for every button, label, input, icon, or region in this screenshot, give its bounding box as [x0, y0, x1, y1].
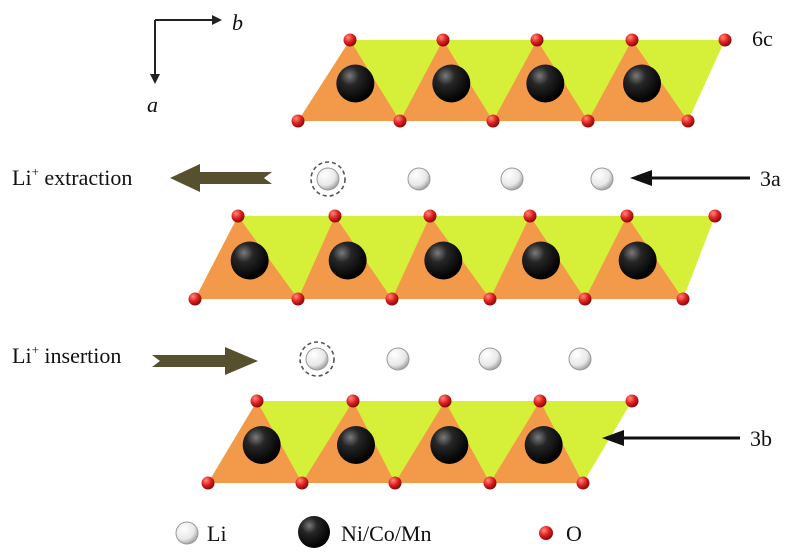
li-atom: [386, 347, 410, 371]
oxygen-atom: [328, 209, 342, 223]
legend-transition-metal-icon: [298, 516, 330, 548]
transition-metal-atom: [526, 64, 565, 103]
oxygen-atom: [423, 209, 437, 223]
li-row-extraction: [310, 161, 614, 197]
oxygen-atom: [483, 292, 497, 306]
site-label-3a: 3a: [760, 166, 781, 191]
layer-3b: [201, 394, 639, 490]
li-atom: [568, 347, 592, 371]
li-insertion-arrow: [152, 347, 258, 375]
oxygen-atom: [620, 209, 634, 223]
li-insertion-label: Li+ insertion: [12, 342, 121, 368]
transition-metal-atom: [623, 64, 661, 103]
b-axis-arrowhead: [212, 15, 222, 25]
axis-label-a: a: [147, 92, 158, 117]
oxygen-atom: [676, 292, 690, 306]
site-3b-arrowhead: [602, 430, 624, 446]
oxygen-atom: [295, 476, 309, 490]
site-label-3b: 3b: [750, 426, 772, 451]
li-vacancy-ring: [299, 341, 335, 377]
transition-metal-atom: [522, 241, 560, 280]
crystal-axes: b a: [147, 10, 243, 117]
li-atom: [305, 347, 329, 371]
transition-metal-atom: [618, 241, 657, 280]
li-atom: [478, 347, 502, 371]
legend-li-icon: [175, 521, 199, 545]
transition-metal-atom: [328, 241, 367, 280]
oxygen-atom: [231, 209, 245, 223]
oxygen-atom: [436, 33, 450, 47]
li-extraction-label: Li+ extraction: [12, 164, 132, 190]
oxygen-atom: [578, 292, 592, 306]
legend-transition-metal-label: Ni/Co/Mn: [341, 521, 431, 546]
legend-oxygen-icon: [539, 526, 553, 540]
extraction-arrow-shape: [170, 164, 272, 192]
li-atom: [500, 167, 524, 191]
oxygen-atom: [681, 114, 695, 128]
oxygen-atom: [385, 292, 399, 306]
transition-metal-atom: [432, 64, 471, 103]
li-row-insertion: [299, 341, 592, 377]
li-atom: [407, 167, 431, 191]
oxygen-atom: [576, 476, 590, 490]
oxygen-atom: [581, 114, 595, 128]
oxygen-atom: [291, 292, 305, 306]
transition-metal-atom: [337, 426, 375, 464]
oxygen-atom: [523, 209, 537, 223]
legend-li-label: Li: [207, 521, 227, 546]
oxygen-atom: [533, 394, 547, 408]
insertion-arrow-shape: [152, 347, 258, 375]
site-3a-pointer: [630, 170, 750, 186]
oxygen-atom: [291, 114, 305, 128]
li-atom: [590, 167, 614, 191]
oxygen-atom: [388, 476, 402, 490]
oxygen-atom: [250, 394, 264, 408]
legend: Li Ni/Co/Mn O: [175, 516, 582, 548]
site-3b-pointer: [602, 430, 740, 446]
a-axis-arrowhead: [150, 74, 160, 84]
li-vacancy-ring: [310, 161, 346, 197]
transition-metal-layers: [188, 33, 732, 490]
oxygen-atom: [188, 292, 202, 306]
transition-metal-atom: [336, 64, 375, 103]
layer-6c: [291, 33, 732, 128]
oxygen-atom: [393, 114, 407, 128]
transition-metal-atom: [230, 241, 269, 280]
oxygen-atom: [201, 476, 215, 490]
oxygen-atom: [486, 114, 500, 128]
oxygen-atom: [625, 394, 639, 408]
oxygen-atom: [708, 209, 722, 223]
oxygen-atom: [625, 33, 639, 47]
transition-metal-atom: [524, 426, 563, 464]
layer-middle: [188, 209, 722, 306]
oxygen-atom: [530, 33, 544, 47]
li-atom: [316, 167, 340, 191]
oxygen-atom: [483, 476, 497, 490]
transition-metal-atom: [430, 426, 469, 464]
oxygen-atom: [718, 33, 732, 47]
oxygen-atom: [438, 394, 452, 408]
transition-metal-atom: [424, 241, 463, 280]
oxygen-atom: [343, 33, 357, 47]
oxygen-atom: [346, 394, 360, 408]
site-3a-arrowhead: [630, 170, 652, 186]
transition-metal-atom: [242, 426, 281, 464]
legend-oxygen-label: O: [566, 521, 582, 546]
site-label-6c: 6c: [752, 26, 773, 51]
li-extraction-arrow: [170, 164, 272, 192]
axis-label-b: b: [232, 10, 243, 35]
